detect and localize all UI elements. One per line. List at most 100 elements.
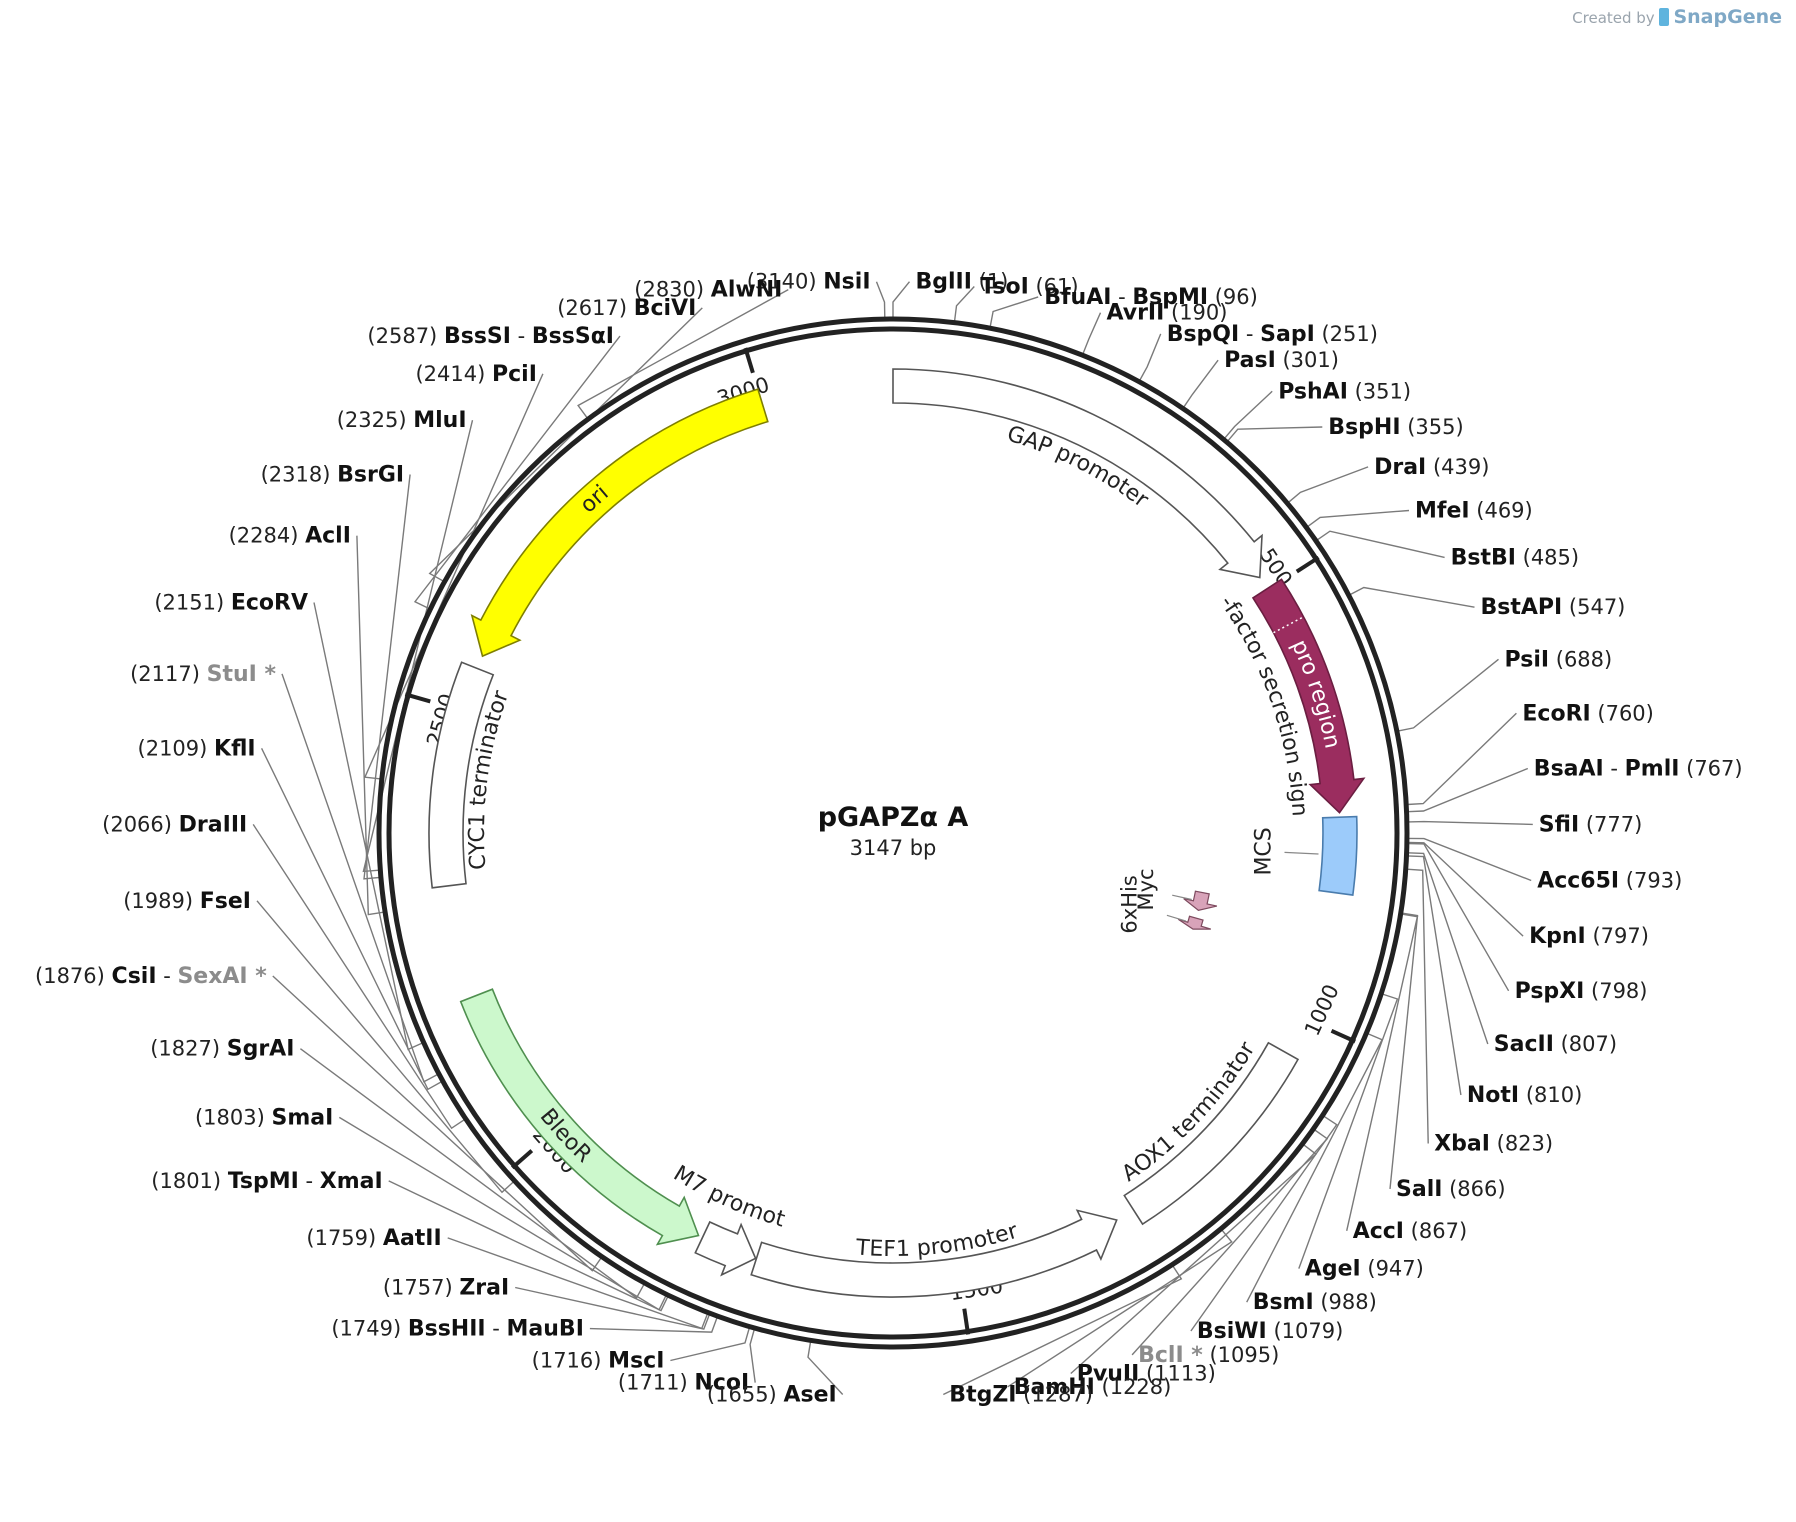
- site-enzyme: BssHII: [408, 1317, 486, 1342]
- site-gap: [1584, 979, 1591, 1003]
- site-leader: [953, 286, 975, 322]
- site-gap: [1029, 275, 1036, 299]
- site-gap: [1404, 1219, 1411, 1243]
- site-enzyme: MfeI: [1415, 499, 1470, 524]
- site-leader: [1316, 530, 1445, 559]
- site-leader: [942, 1265, 1183, 1396]
- site-position: (1287): [1023, 1383, 1093, 1407]
- tick-mark: [743, 347, 755, 374]
- site-position: (1757): [383, 1276, 453, 1300]
- site-gap: [1095, 1375, 1102, 1399]
- site-enzyme: AgeI: [1305, 1257, 1361, 1282]
- site-position: (485): [1523, 545, 1579, 569]
- feature-em7: [694, 1220, 757, 1277]
- site-gap: [298, 524, 305, 548]
- site-label: TsoI (61): [980, 275, 1078, 300]
- site-gap: [1348, 379, 1355, 403]
- site-label: PvuII (1113): [1077, 1362, 1216, 1387]
- site-leader: [577, 288, 789, 419]
- site-gap: [817, 270, 824, 294]
- site-leader: [260, 747, 443, 1091]
- site-position: (2830): [634, 278, 704, 302]
- site-enzyme: BsaAI: [1534, 757, 1604, 782]
- site-label: (2117) StuI *: [130, 662, 276, 687]
- site-label: SacII (807): [1494, 1032, 1617, 1057]
- site-enzyme: FseI: [200, 889, 251, 914]
- site-gap: [105, 964, 112, 988]
- site-gap: [224, 591, 231, 615]
- plasmid-center: pGAPZα A 3147 bp: [818, 802, 969, 860]
- site-gap: [1442, 1177, 1449, 1201]
- site-leader: [1246, 1032, 1384, 1303]
- site-position: (1711): [618, 1371, 688, 1395]
- site-enzyme: BspMI: [1132, 285, 1208, 310]
- site-gap: [627, 296, 634, 320]
- site-label: (2284) AclI: [229, 524, 351, 549]
- site-position: (2318): [261, 463, 331, 487]
- site-enzyme: AlwNI: [711, 278, 783, 303]
- site-label: (1759) AatII: [306, 1226, 441, 1251]
- tick-label: 1000: [1300, 981, 1344, 1040]
- site-leader: [1407, 820, 1533, 826]
- site-label: (2414) PciI: [415, 362, 536, 387]
- site-position: (355): [1407, 415, 1463, 439]
- site-gap: [485, 362, 492, 386]
- site-position: (1989): [123, 889, 193, 913]
- site-leader: [1407, 855, 1462, 1096]
- site-enzyme: BclI *: [1138, 1343, 1203, 1368]
- site-position: (866): [1449, 1177, 1505, 1201]
- feature-ori: [470, 388, 769, 658]
- plasmid-backbone: [376, 316, 1410, 1350]
- site-gap: [704, 278, 711, 302]
- site-position: (777): [1586, 812, 1642, 836]
- site-label: (2617) BciVI: [557, 296, 696, 321]
- site-label: AccI (867): [1353, 1219, 1467, 1244]
- site-label: PspXI (798): [1515, 979, 1648, 1004]
- site-leader: [363, 474, 411, 880]
- site-leader: [413, 335, 621, 610]
- site-label: SfiI (777): [1539, 812, 1643, 837]
- site-enzyme: DraIII: [179, 812, 248, 837]
- site-gap: [1519, 1083, 1526, 1107]
- site-gap: [1679, 757, 1686, 781]
- site-label: BspHI (355): [1328, 415, 1463, 440]
- backbone-outer-ring: [376, 316, 1410, 1350]
- site-position: (2617): [557, 296, 627, 320]
- site-enzyme: KflI: [214, 736, 256, 761]
- site-leader: [428, 307, 703, 582]
- site-enzyme: AatII: [383, 1226, 442, 1251]
- site-label: (1876) CsiI - SexAI *: [35, 964, 267, 989]
- site-leader: [1407, 842, 1510, 992]
- site-enzyme: StuI *: [207, 662, 277, 687]
- site-label: (1989) FseI: [123, 889, 251, 914]
- site-label: (1801) TspMI - XmaI: [151, 1169, 382, 1194]
- tick-mark: [962, 1308, 971, 1335]
- site-leader: [749, 1328, 756, 1383]
- site-position: (2109): [138, 736, 208, 760]
- site-leader: [272, 975, 602, 1272]
- site-enzyme: BamHI: [1014, 1375, 1095, 1400]
- site-leader: [388, 1180, 669, 1312]
- site-enzyme: KpnI: [1529, 924, 1586, 949]
- site-leader: [1190, 1115, 1338, 1332]
- site-label: KpnI (797): [1529, 924, 1649, 949]
- site-label: Acc65I (793): [1537, 869, 1682, 894]
- site-gap: [330, 463, 337, 487]
- site-enzyme: BstAPI: [1481, 595, 1563, 620]
- site-enzyme: SfiI: [1539, 812, 1579, 837]
- site-position: (823): [1497, 1132, 1553, 1156]
- site-enzyme: BssSI: [444, 324, 511, 349]
- site-enzyme: MscI: [608, 1349, 664, 1374]
- site-position: (96): [1215, 285, 1258, 309]
- site-gap: [453, 1276, 460, 1300]
- site-label: AvrII (190): [1107, 301, 1228, 326]
- site-leader: [1287, 466, 1369, 504]
- site-gap: [220, 1037, 227, 1061]
- site-separator: -: [1604, 757, 1625, 781]
- tick-mark: [1295, 555, 1320, 574]
- myc-leader: [1172, 894, 1192, 901]
- site-gap: [193, 889, 200, 913]
- his-leader: [1166, 914, 1187, 922]
- site-position: (810): [1526, 1083, 1582, 1107]
- site-enzyme: BstBI: [1451, 545, 1516, 570]
